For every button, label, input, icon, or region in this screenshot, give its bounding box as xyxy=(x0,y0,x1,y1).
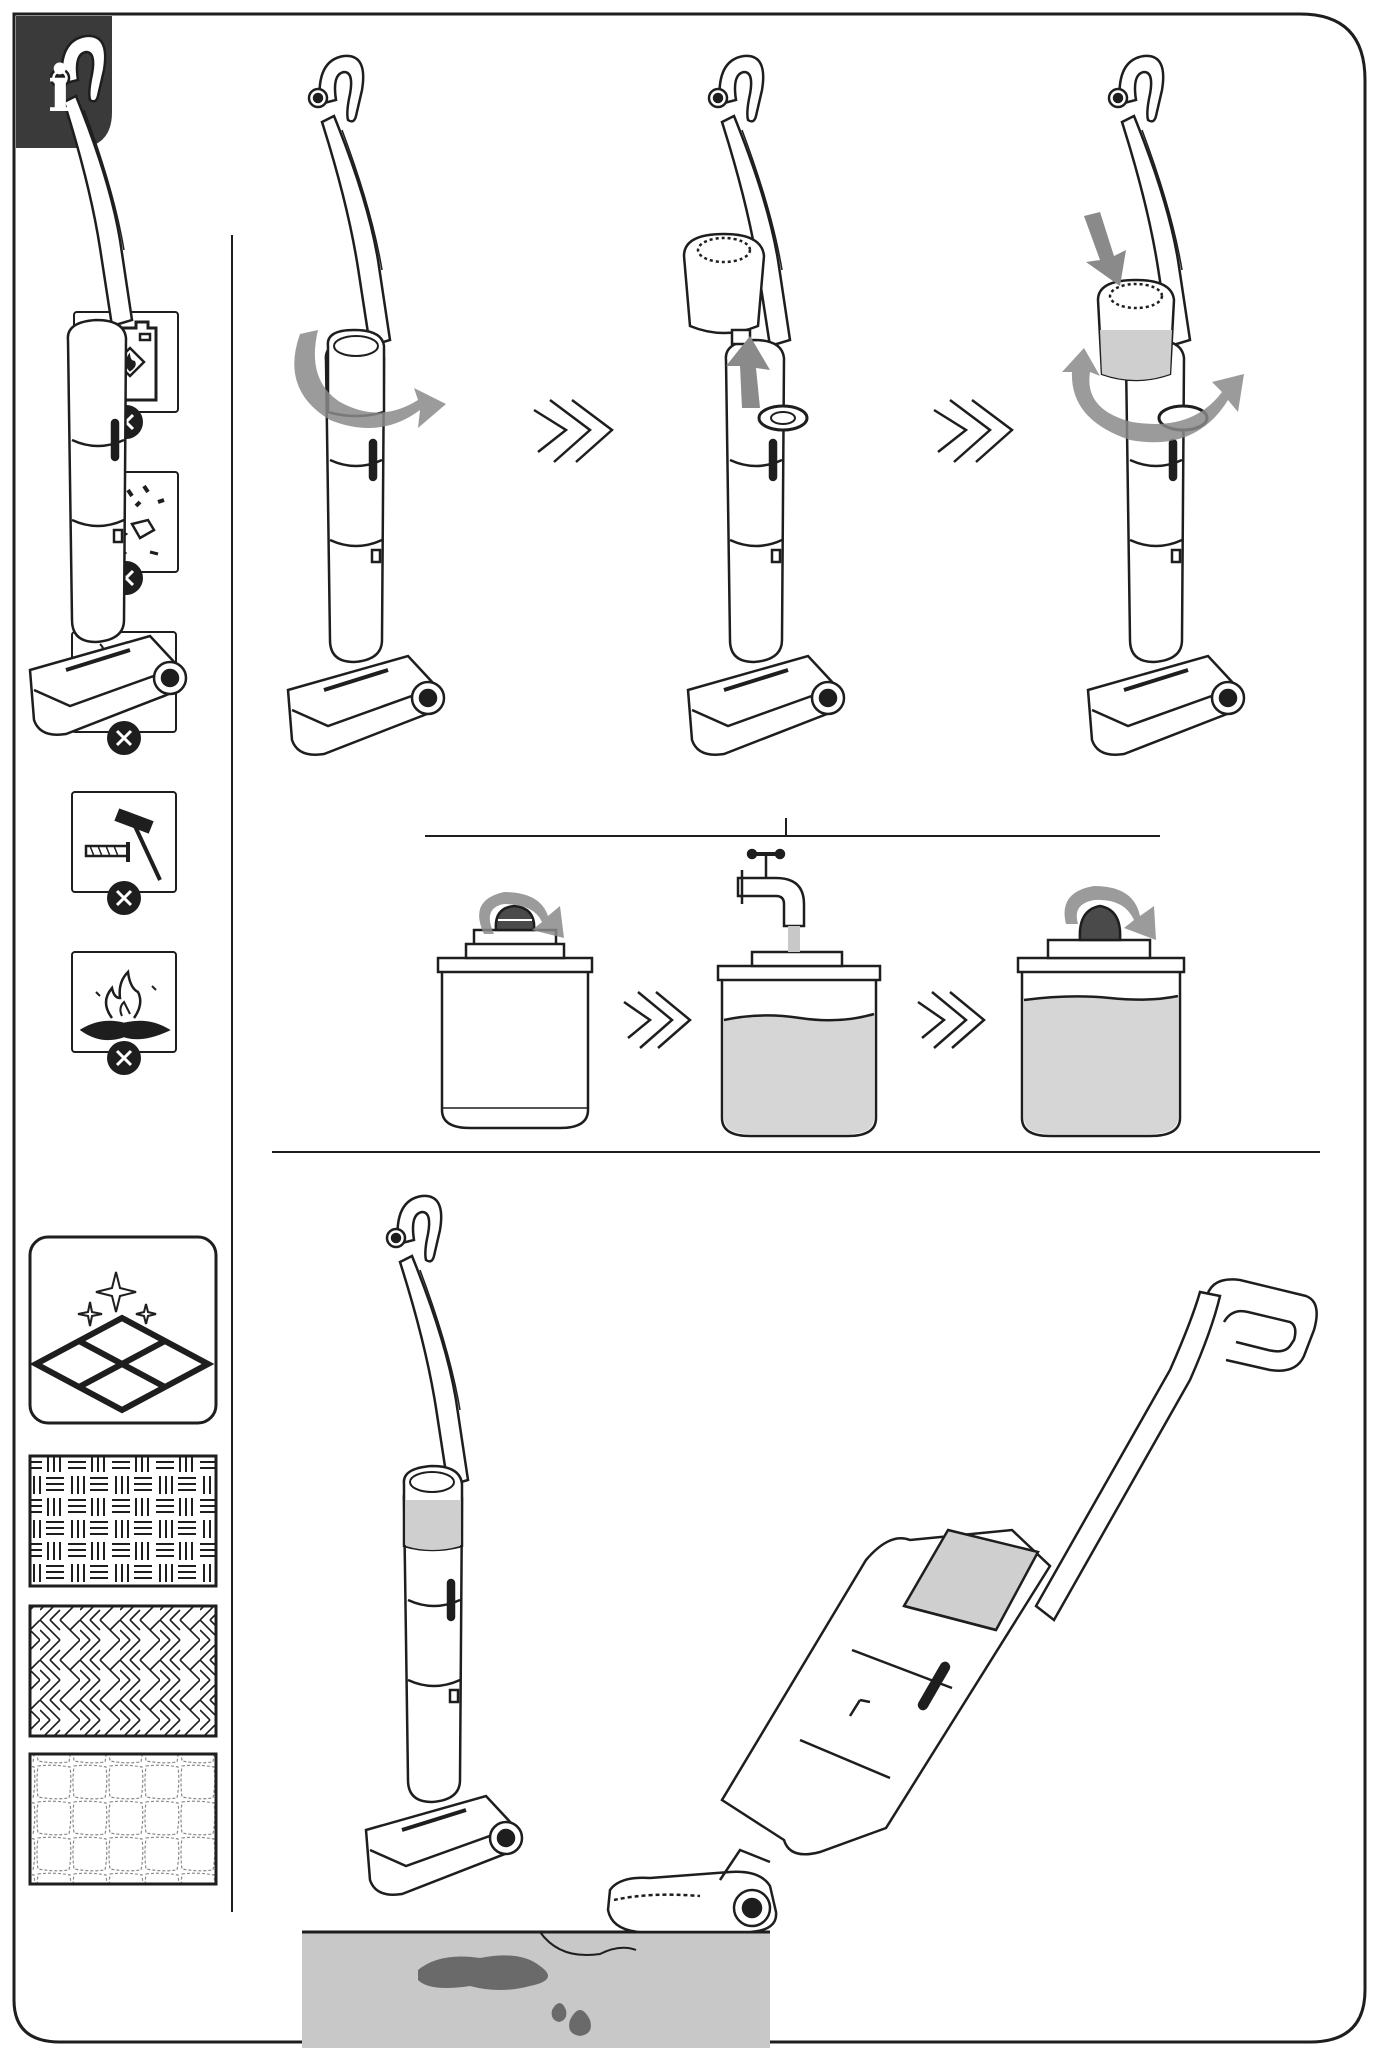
water-level xyxy=(724,1014,874,1134)
wet-floor-spill xyxy=(302,1930,770,2048)
prohibited-badge xyxy=(107,1041,141,1075)
rotate-arrow xyxy=(1064,886,1156,940)
double-chevron-icon xyxy=(533,399,614,463)
upright-vacuum xyxy=(28,34,188,736)
lift-tank-icon xyxy=(682,53,846,757)
clean-tank-lifted xyxy=(682,232,766,346)
page-frame xyxy=(12,12,1367,2044)
water-level xyxy=(1024,996,1178,1134)
stone-tile-floor-icon xyxy=(28,1752,218,1886)
insert-tank-icon xyxy=(1062,53,1246,757)
herringbone-floor-icon xyxy=(28,1604,218,1738)
double-chevron-icon xyxy=(933,399,1014,463)
open-cap-icon xyxy=(436,892,594,1130)
tilted-vacuum-in-use xyxy=(606,1278,1318,1934)
hammer-nail-sharp-objects-icon xyxy=(71,791,177,893)
prohibited-badge xyxy=(107,881,141,915)
prohibited-badge xyxy=(107,721,141,755)
double-chevron-icon xyxy=(623,991,692,1049)
fill-water-tap-icon xyxy=(716,848,882,1138)
upright-vacuum-standby xyxy=(364,1193,524,1897)
surface-icons xyxy=(28,1235,218,1886)
clean-tank-filled xyxy=(1096,278,1176,382)
double-chevron-icon xyxy=(917,991,986,1049)
rotate-arrow xyxy=(294,330,446,428)
hard-floor-tile-icon xyxy=(28,1235,218,1425)
up-arrow xyxy=(726,336,770,408)
fire-ash-icon xyxy=(71,951,177,1053)
down-arrow xyxy=(1084,212,1126,286)
rotate-arrow xyxy=(1062,348,1244,443)
rotate-arrow xyxy=(479,892,564,938)
parquet-wood-floor-icon xyxy=(28,1454,218,1588)
info-icon: i xyxy=(47,52,73,127)
close-cap-icon xyxy=(1016,886,1186,1138)
unlock-tank-icon xyxy=(286,53,446,757)
